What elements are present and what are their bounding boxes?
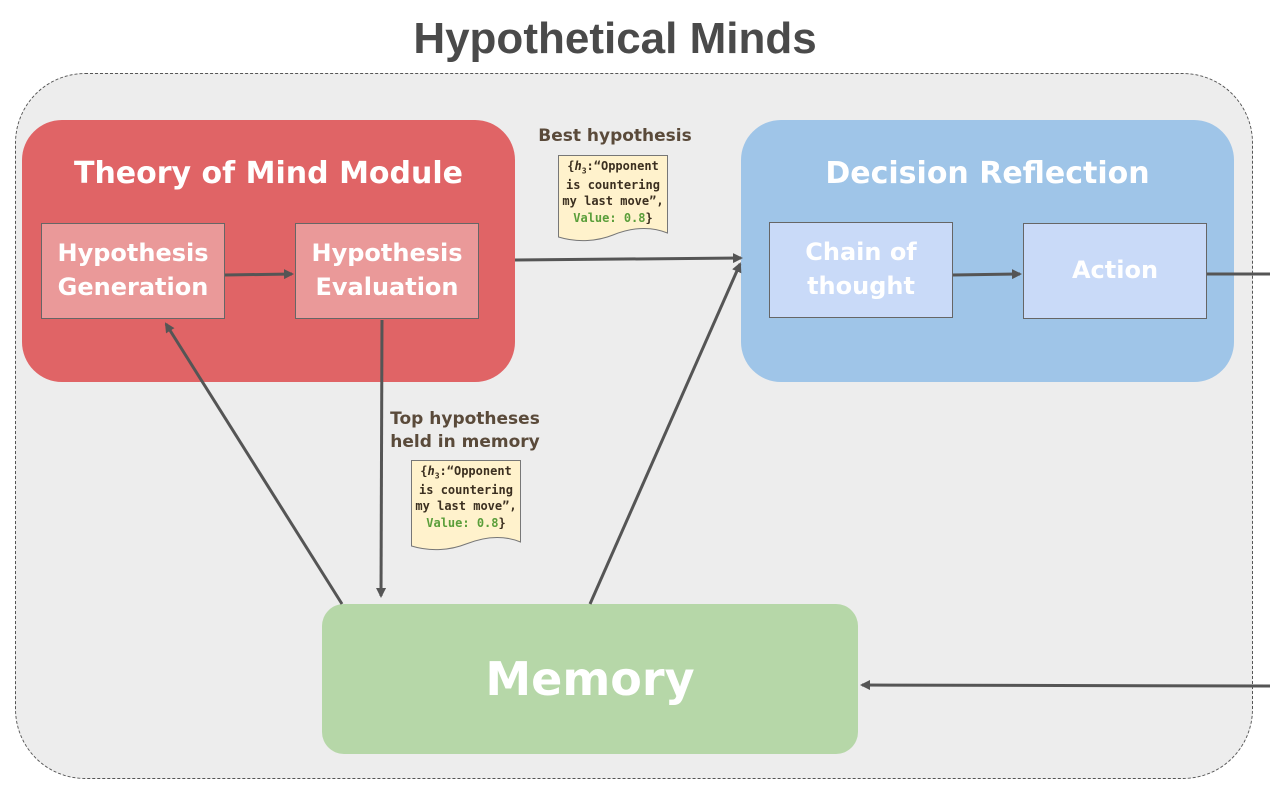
arrow-feedback-to-memory xyxy=(860,680,1270,691)
hypothesis-evaluation-box: Hypothesis Evaluation xyxy=(295,223,479,319)
dr-title: Decision Reflection xyxy=(825,156,1150,191)
note-shape xyxy=(411,460,521,551)
note-text: {h3:“Opponent is countering my last move… xyxy=(562,159,664,225)
memory-module: Memory xyxy=(322,604,858,754)
top-hypotheses-line1: Top hypotheses xyxy=(390,409,540,429)
hypothesis-generation-box: Hypothesis Generation xyxy=(41,223,225,319)
action-label: Action xyxy=(1071,256,1159,285)
hypothesis-evaluation-label: Hypothesis Evaluation xyxy=(311,239,463,301)
top-hypotheses-label: Top hypotheses held in memory xyxy=(380,408,550,454)
hypothesis-generation-label: Hypothesis Generation xyxy=(57,239,209,301)
diagram-title: Hypothetical Minds xyxy=(413,14,817,63)
arrow-memory-to-generation xyxy=(164,322,344,605)
chain-of-thought-box: Chain of thought xyxy=(769,222,953,318)
arrow-generation-to-evaluation xyxy=(224,269,294,280)
hypothesis-note-top: {h3:“Opponent is countering my last move… xyxy=(558,155,668,247)
arrow-cot-to-action xyxy=(952,269,1022,280)
best-hypothesis-label: Best hypothesis xyxy=(538,126,692,146)
top-hypotheses-line2: held in memory xyxy=(390,431,540,452)
action-box: Action xyxy=(1023,223,1207,319)
memory-label: Memory xyxy=(485,652,695,706)
arrow-evaluation-to-memory xyxy=(376,319,387,598)
chain-of-thought-label: Chain of thought xyxy=(805,238,917,300)
note-shape xyxy=(558,155,668,242)
note-text: {h3:“Opponent is countering my last move… xyxy=(415,464,517,530)
tom-title: Theory of Mind Module xyxy=(73,156,464,191)
hypothesis-note-memory: {h3:“Opponent is countering my last move… xyxy=(411,460,521,552)
arrow-tom-to-dr xyxy=(514,253,743,264)
arrow-memory-to-dr xyxy=(588,262,742,605)
